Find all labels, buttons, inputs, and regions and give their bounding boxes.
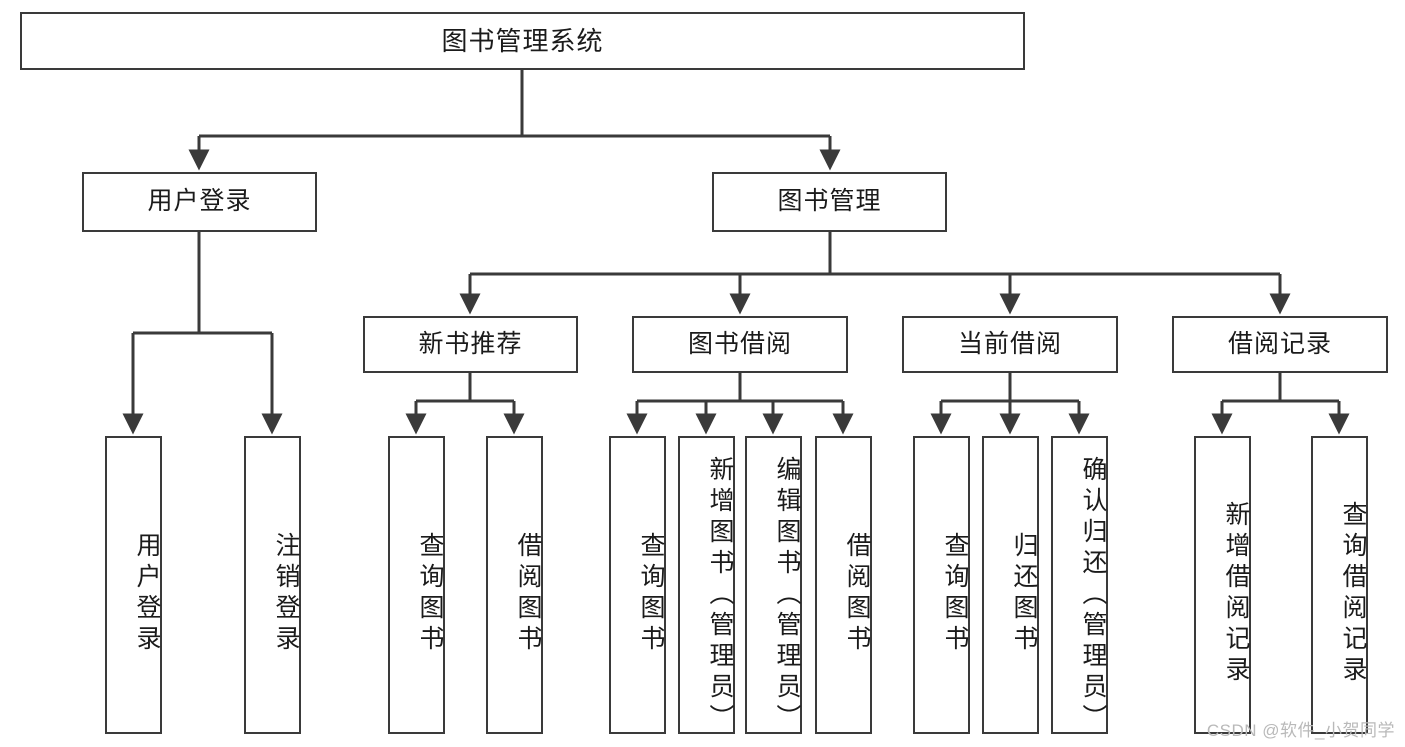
node-current-borrow[interactable]: 当前借阅 (902, 316, 1118, 373)
leaf-borrow-book-recommend[interactable]: 借阅图书 (486, 436, 543, 734)
leaf-query-book-current[interactable]: 查询图书 (913, 436, 970, 734)
node-user-login[interactable]: 用户登录 (82, 172, 317, 232)
node-label: 借阅图书 (843, 532, 871, 656)
node-label: 新增借阅记录 (1222, 501, 1250, 687)
node-label: 编辑图书（管理员） (773, 456, 801, 735)
node-label: 确认归还（管理员） (1079, 456, 1107, 735)
node-label: 图书借阅 (687, 329, 792, 358)
node-label: 当前借阅 (957, 329, 1062, 358)
node-label: 查询图书 (941, 532, 969, 656)
leaf-query-book-recommend[interactable]: 查询图书 (388, 436, 445, 734)
node-label: 新书推荐 (418, 329, 523, 358)
node-label: 借阅记录 (1227, 329, 1332, 358)
node-book-borrow[interactable]: 图书借阅 (632, 316, 848, 373)
node-label: 注销登录 (272, 532, 300, 656)
node-label: 用户登录 (147, 187, 252, 216)
leaf-confirm-return[interactable]: 确认归还（管理员） (1051, 436, 1108, 735)
node-label: 新增图书（管理员） (706, 456, 734, 735)
node-book-management[interactable]: 图书管理 (712, 172, 947, 232)
leaf-return-book[interactable]: 归还图书 (982, 436, 1039, 734)
node-label: 查询借阅记录 (1339, 501, 1367, 687)
node-label: 图书管理 (777, 187, 882, 216)
leaf-query-borrow-record[interactable]: 查询借阅记录 (1311, 436, 1368, 734)
leaf-add-book[interactable]: 新增图书（管理员） (678, 436, 735, 735)
csdn-watermark: CSDN @软件_小贺同学 (1206, 721, 1395, 740)
node-root-system[interactable]: 图书管理系统 (20, 12, 1025, 70)
node-label: 查询图书 (637, 532, 665, 656)
leaf-logout-login[interactable]: 注销登录 (244, 436, 301, 734)
leaf-edit-book[interactable]: 编辑图书（管理员） (745, 436, 802, 735)
leaf-user-login[interactable]: 用户登录 (105, 436, 162, 734)
node-borrow-record[interactable]: 借阅记录 (1172, 316, 1388, 373)
node-label: 图书管理系统 (441, 25, 604, 56)
node-label: 查询图书 (416, 532, 444, 656)
node-label: 用户登录 (133, 532, 161, 656)
leaf-query-book-borrow[interactable]: 查询图书 (609, 436, 666, 734)
node-label: 借阅图书 (514, 532, 542, 656)
leaf-add-borrow-record[interactable]: 新增借阅记录 (1194, 436, 1251, 734)
node-label: 归还图书 (1010, 532, 1038, 656)
leaf-borrow-book[interactable]: 借阅图书 (815, 436, 872, 734)
node-new-book-recommend[interactable]: 新书推荐 (363, 316, 578, 373)
